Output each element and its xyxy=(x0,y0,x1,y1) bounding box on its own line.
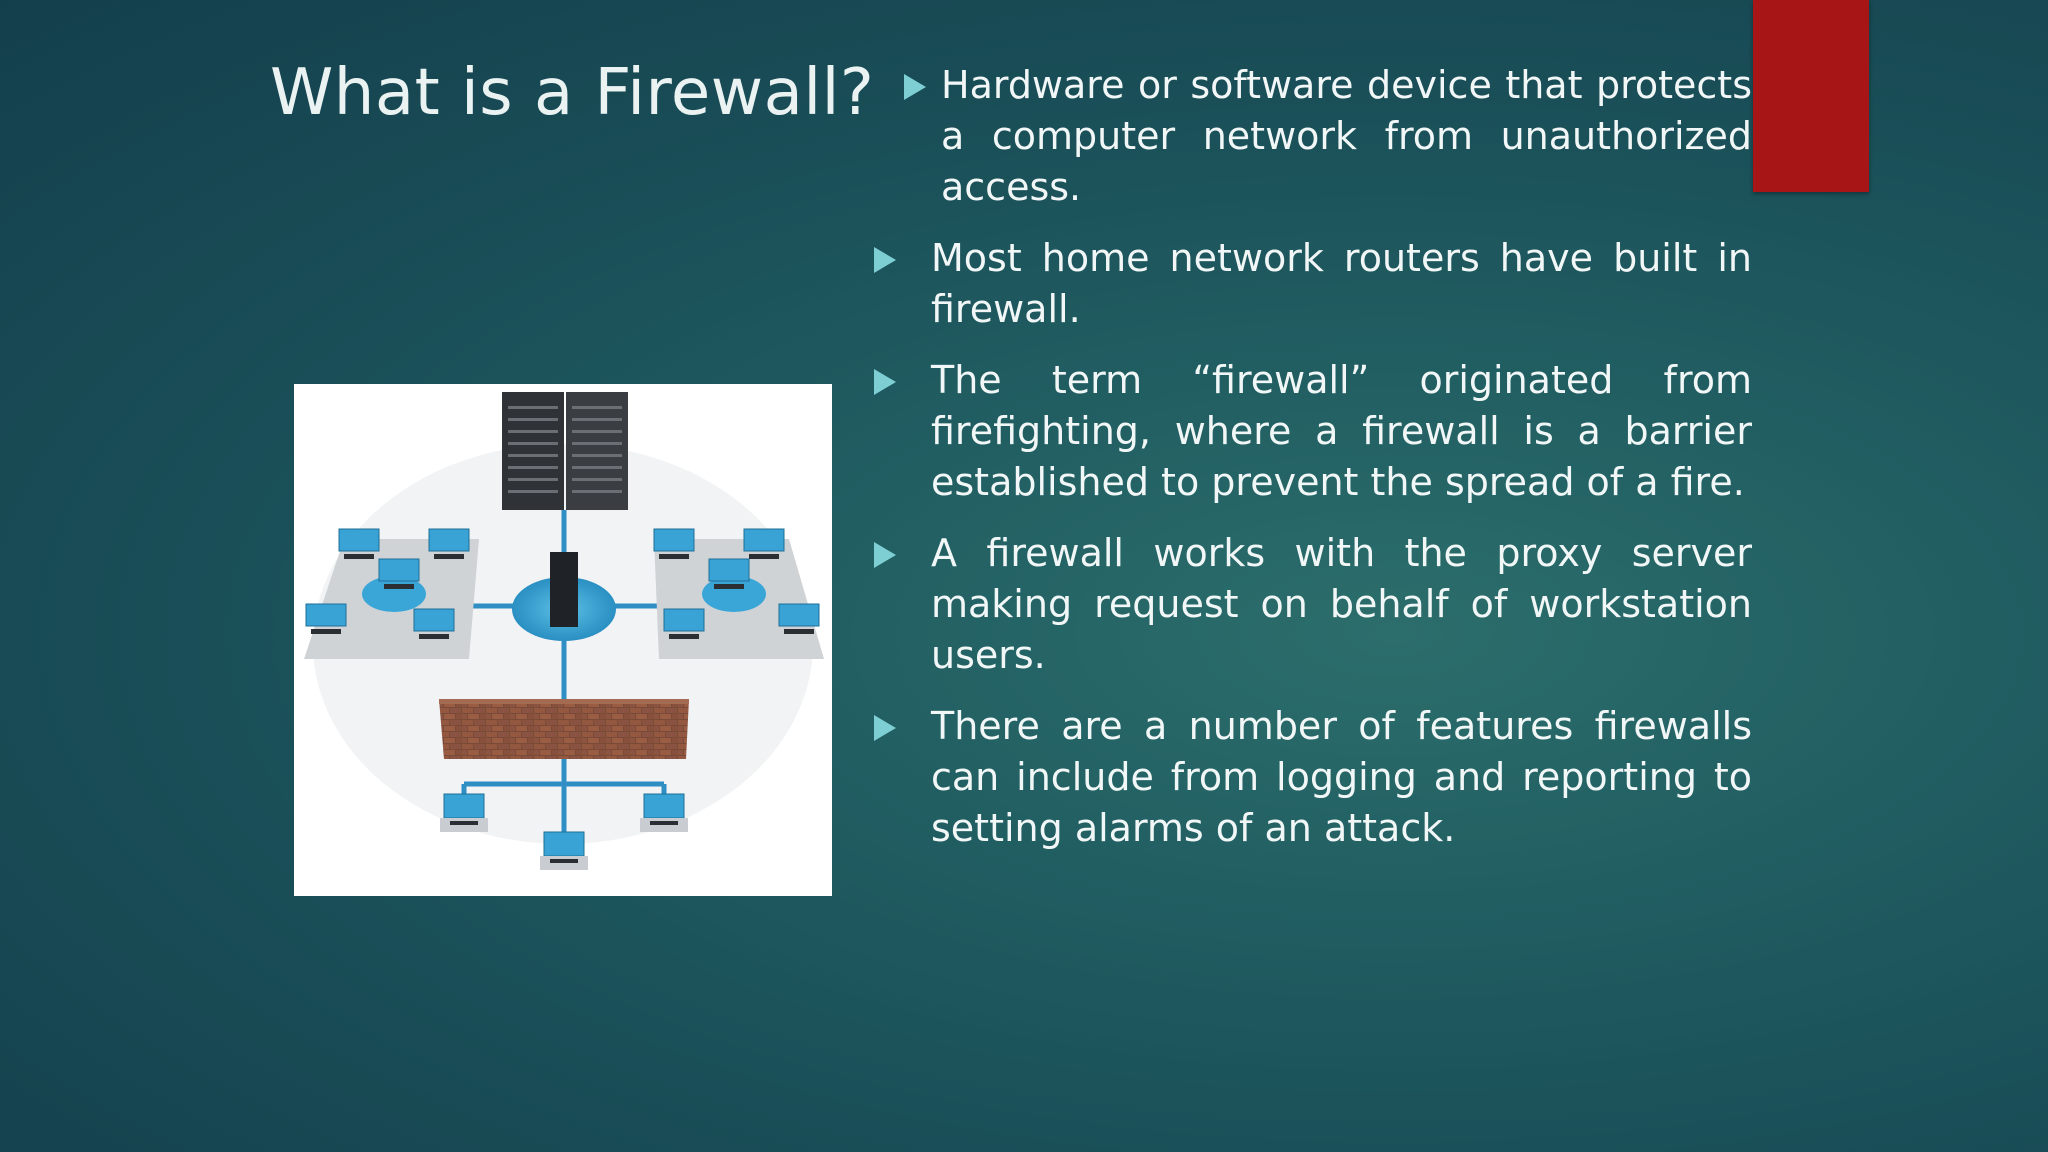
bullet-list: Hardware or software device that protect… xyxy=(868,60,1752,874)
bullet-text: Hardware or software device that protect… xyxy=(941,63,1752,209)
bullet-item: Most home network routers have built in … xyxy=(868,233,1752,335)
bullet-text: Most home network routers have built in … xyxy=(931,236,1752,331)
right-workgroup-icon xyxy=(653,528,824,659)
triangle-arrow-icon xyxy=(904,74,926,100)
bullet-text: A firewall works with the proxy server m… xyxy=(931,531,1752,677)
left-workgroup-icon xyxy=(304,528,479,659)
bullet-item: The term “firewall” originated from fire… xyxy=(868,355,1752,508)
triangle-arrow-icon xyxy=(874,247,896,273)
bullet-item: A firewall works with the proxy server m… xyxy=(868,528,1752,681)
triangle-arrow-icon xyxy=(874,715,896,741)
server-rack-icon xyxy=(502,392,628,510)
brick-firewall-icon xyxy=(439,699,689,759)
laptops-icon xyxy=(440,793,688,870)
slide-title: What is a Firewall? xyxy=(270,56,875,130)
bullet-text: The term “firewall” originated from fire… xyxy=(931,358,1752,504)
accent-bar xyxy=(1753,0,1869,192)
bullet-text: There are a number of features firewalls… xyxy=(931,704,1752,850)
central-hub-icon xyxy=(512,552,616,641)
network-firewall-diagram-image xyxy=(294,384,832,896)
bullet-item: There are a number of features firewalls… xyxy=(868,701,1752,854)
bullet-item: Hardware or software device that protect… xyxy=(868,60,1752,213)
triangle-arrow-icon xyxy=(874,369,896,395)
triangle-arrow-icon xyxy=(874,542,896,568)
